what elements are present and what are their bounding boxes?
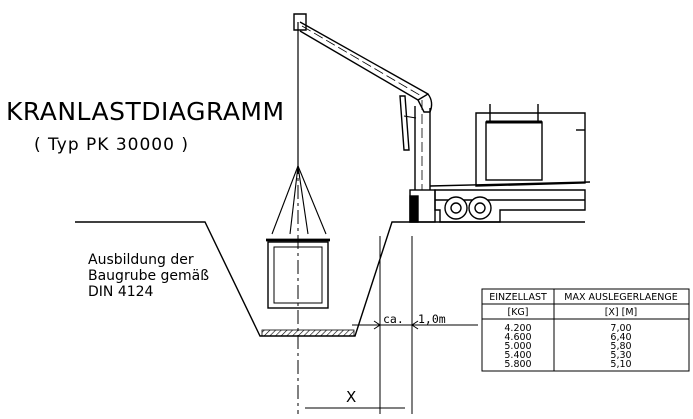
table-header-reach: MAX AUSLEGERLAENGE [564, 292, 677, 303]
truck-body [475, 104, 586, 187]
load-table [481, 288, 690, 372]
diagram-title: KRANLASTDIAGRAMM [6, 97, 285, 126]
table-cell-reach: 5,30 [610, 350, 631, 361]
crane-boom [293, 13, 433, 113]
table-header-load: EINZELLAST [489, 292, 547, 303]
load-sling [271, 165, 327, 235]
pit-note-line3: DIN 4124 [88, 284, 154, 300]
diagram-subtitle: ( Typ PK 30000 ) [34, 135, 189, 155]
pit-floor-hatch [261, 329, 355, 337]
table-cell-load: 5.000 [504, 341, 531, 352]
table-cell-reach: 5,80 [610, 341, 631, 352]
suspended-container [266, 238, 330, 309]
truck-wheels [444, 196, 492, 220]
dimension-x-label: X [346, 388, 356, 406]
table-cell-load: 4.600 [504, 332, 531, 343]
truck-chassis [409, 181, 591, 223]
pit-note-line1: Ausbildung der [88, 252, 194, 268]
dimension-label-ca: ca. [383, 312, 404, 326]
dimension-label-value: 1,0m [418, 312, 446, 326]
table-unit-reach: [X] [M] [605, 307, 638, 318]
pit-note-line2: Baugrube gemäß [88, 268, 209, 284]
table-cell-load: 4.200 [504, 323, 531, 334]
table-cell-reach: 5,10 [610, 359, 631, 370]
table-cell-reach: 6,40 [610, 332, 631, 343]
table-unit-load: [KG] [507, 307, 528, 318]
table-cell-reach: 7,00 [610, 323, 631, 334]
crane-column [399, 95, 431, 190]
table-cell-load: 5.400 [504, 350, 531, 361]
table-cell-load: 5.800 [504, 359, 531, 370]
dimension-lines [305, 236, 478, 414]
